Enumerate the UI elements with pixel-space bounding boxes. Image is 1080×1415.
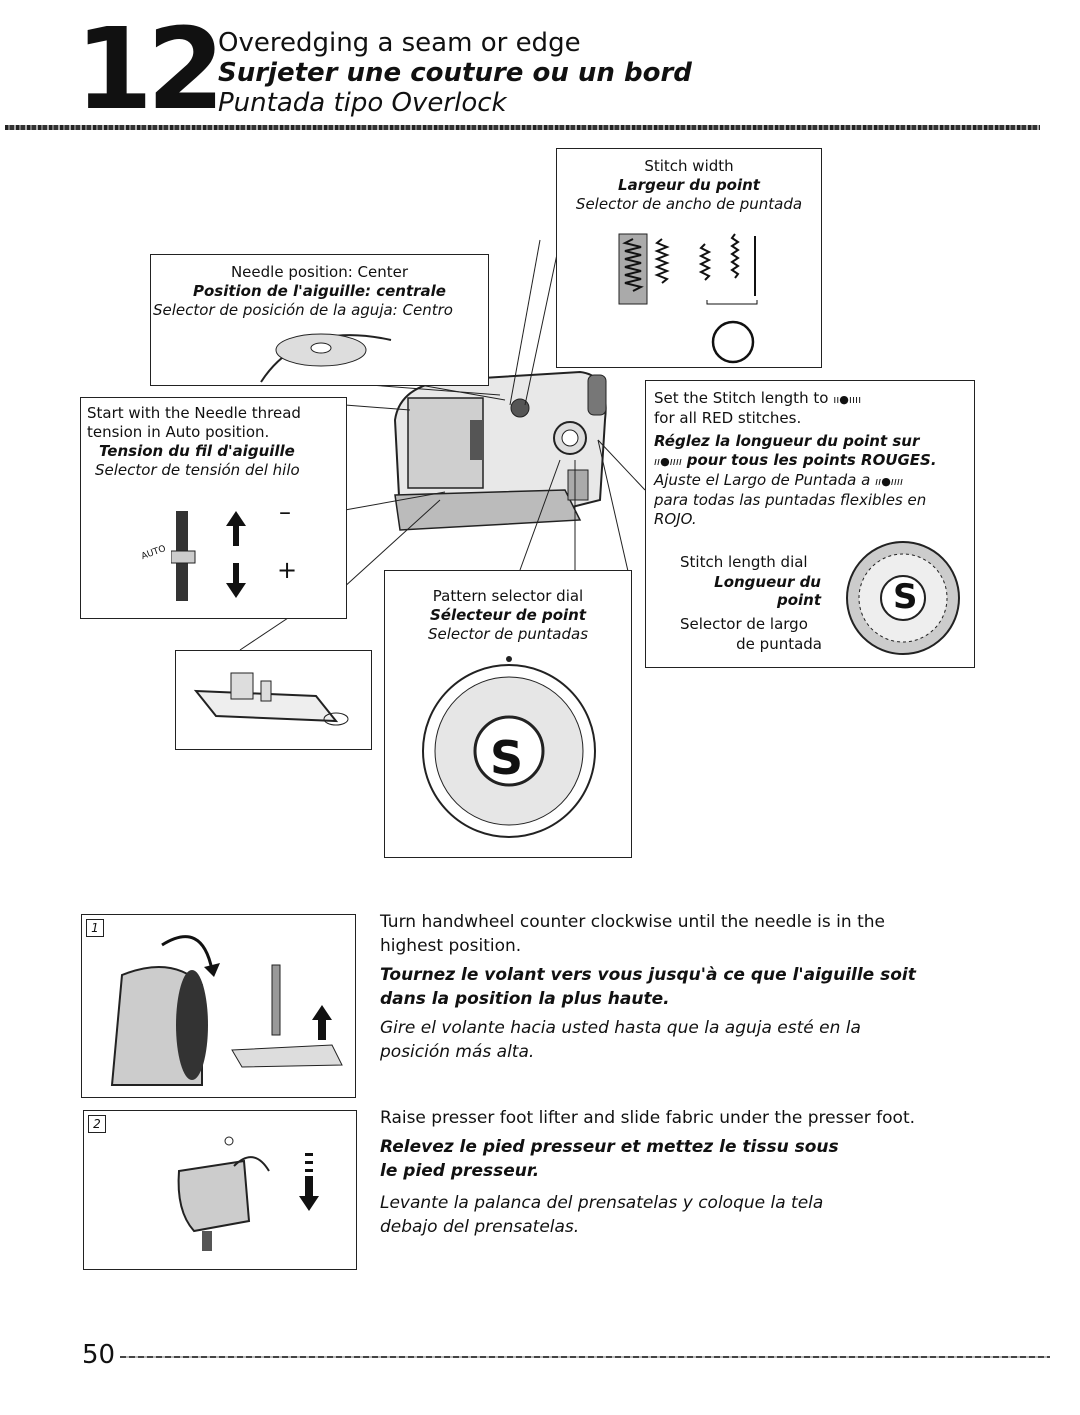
- footer-rule: [120, 1356, 1050, 1358]
- stitch-length-dial-fr-1: Longueur du: [714, 573, 821, 591]
- needle-position-label-fr: Position de l'aiguille: centrale: [192, 282, 446, 300]
- page-number: 50: [82, 1340, 116, 1370]
- presser-foot-icon: [193, 672, 349, 726]
- stitch-length-es-1: Ajuste el Largo de Puntada a: [654, 471, 871, 489]
- step-2-fr-2: le pied presseur.: [380, 1161, 540, 1181]
- needle-position-label-en: Needle position: Center: [230, 263, 409, 281]
- pattern-selector-en: Pattern selector dial: [432, 587, 584, 605]
- pattern-selector-dial-letter: S: [490, 731, 524, 785]
- stitch-length-en-1: Set the Stitch length to: [654, 389, 829, 407]
- tension-minus: –: [279, 498, 291, 526]
- step-1-illustration: 1: [81, 914, 356, 1098]
- thread-tension-panel: Start with the Needle thread tension in …: [80, 397, 347, 619]
- stitch-length-dial-icon: [846, 541, 960, 655]
- needle-position-label-es: Selector de posición de la aguja: Centro: [153, 301, 453, 319]
- stitch-length-dial-letter: S: [893, 577, 918, 617]
- step-2-fr-1: Relevez le pied presseur et mettez le ti…: [380, 1137, 839, 1157]
- stitch-length-dial-es-2: de puntada: [736, 635, 822, 653]
- thread-tension-en-1: Start with the Needle thread: [87, 404, 301, 422]
- title-french: Surjeter une couture ou un bord: [218, 58, 692, 88]
- thread-tension-fr: Tension du fil d'aiguille: [99, 442, 295, 460]
- stitch-length-symbol-icon-2: ıı●ıııı: [654, 455, 682, 468]
- step-1-number: 1: [86, 919, 104, 937]
- pattern-selector-fr: Sélecteur de point: [430, 606, 586, 624]
- step-1-fr-1: Tournez le volant vers vous jusqu'à ce q…: [380, 965, 916, 985]
- step-1-en-2: highest position.: [380, 936, 522, 956]
- step-2-en-1: Raise presser foot lifter and slide fabr…: [380, 1108, 916, 1128]
- pattern-selector-dial-icon: [422, 656, 596, 838]
- pattern-selector-es: Selector de puntadas: [427, 625, 589, 643]
- step-1-es-2: posición más alta.: [380, 1042, 535, 1062]
- stitch-length-symbol-icon: ıı●ıııı: [833, 393, 862, 406]
- title-spanish: Puntada tipo Overlock: [218, 88, 507, 118]
- presser-lifter-icon: [177, 1136, 319, 1251]
- stitch-length-es-2: para todas las puntadas flexibles en: [654, 491, 927, 509]
- stitch-length-fr-1: Réglez la longueur du point sur: [654, 432, 920, 450]
- thread-tension-en-2: tension in Auto position.: [87, 423, 270, 441]
- step-1-es-1: Gire el volante hacia usted hasta que la…: [380, 1018, 861, 1038]
- title-english: Overedging a seam or edge: [218, 28, 581, 58]
- tension-slider-icon: [171, 511, 246, 601]
- stitch-width-label-en: Stitch width: [644, 157, 734, 175]
- tension-plus: +: [277, 556, 298, 584]
- stitch-width-label-es: Selector de ancho de puntada: [575, 195, 803, 213]
- thread-tension-es: Selector de tensión del hilo: [95, 461, 300, 479]
- step-2-es-1: Levante la palanca del prensatelas y col…: [380, 1193, 824, 1213]
- step-1-en-1: Turn handwheel counter clockwise until t…: [380, 912, 885, 932]
- step-2-number: 2: [88, 1115, 106, 1133]
- step-2-es-2: debajo del prensatelas.: [380, 1217, 580, 1237]
- stitch-length-panel: Set the Stitch length to ıı●ıııı for all…: [645, 380, 975, 668]
- stitch-length-symbol-icon-3: ıı●ıııı: [875, 475, 904, 488]
- needle-position-panel: Needle position: Center Position de l'ai…: [150, 254, 489, 386]
- handwheel-icon: [110, 935, 343, 1086]
- pattern-selector-panel: Pattern selector dial Sélecteur de point…: [384, 570, 632, 858]
- stitch-width-label-fr: Largeur du point: [618, 176, 760, 194]
- stitch-length-dial-fr-2: point: [776, 591, 821, 609]
- stitch-length-dial-en: Stitch length dial: [680, 553, 808, 571]
- stitch-width-panel: Stitch width Largeur du point Selector d…: [556, 148, 822, 368]
- stitch-length-dial-es-1: Selector de largo: [680, 615, 808, 633]
- header-rule: [5, 125, 1040, 130]
- stitch-length-es-3: ROJO.: [654, 510, 697, 528]
- step-1-fr-2: dans la position la plus haute.: [380, 989, 670, 1009]
- needle-position-dial-icon: [260, 333, 392, 383]
- presser-foot-panel: [175, 650, 372, 750]
- stitch-width-icons: [618, 233, 758, 364]
- machine-illustration: [239, 239, 646, 651]
- chapter-number: 12: [75, 5, 225, 135]
- step-2-illustration: 2: [83, 1110, 357, 1270]
- stitch-length-fr-2: pour tous les points ROUGES.: [686, 451, 937, 469]
- auto-label: AUTO: [140, 543, 168, 563]
- stitch-length-en-2: for all RED stitches.: [654, 409, 802, 427]
